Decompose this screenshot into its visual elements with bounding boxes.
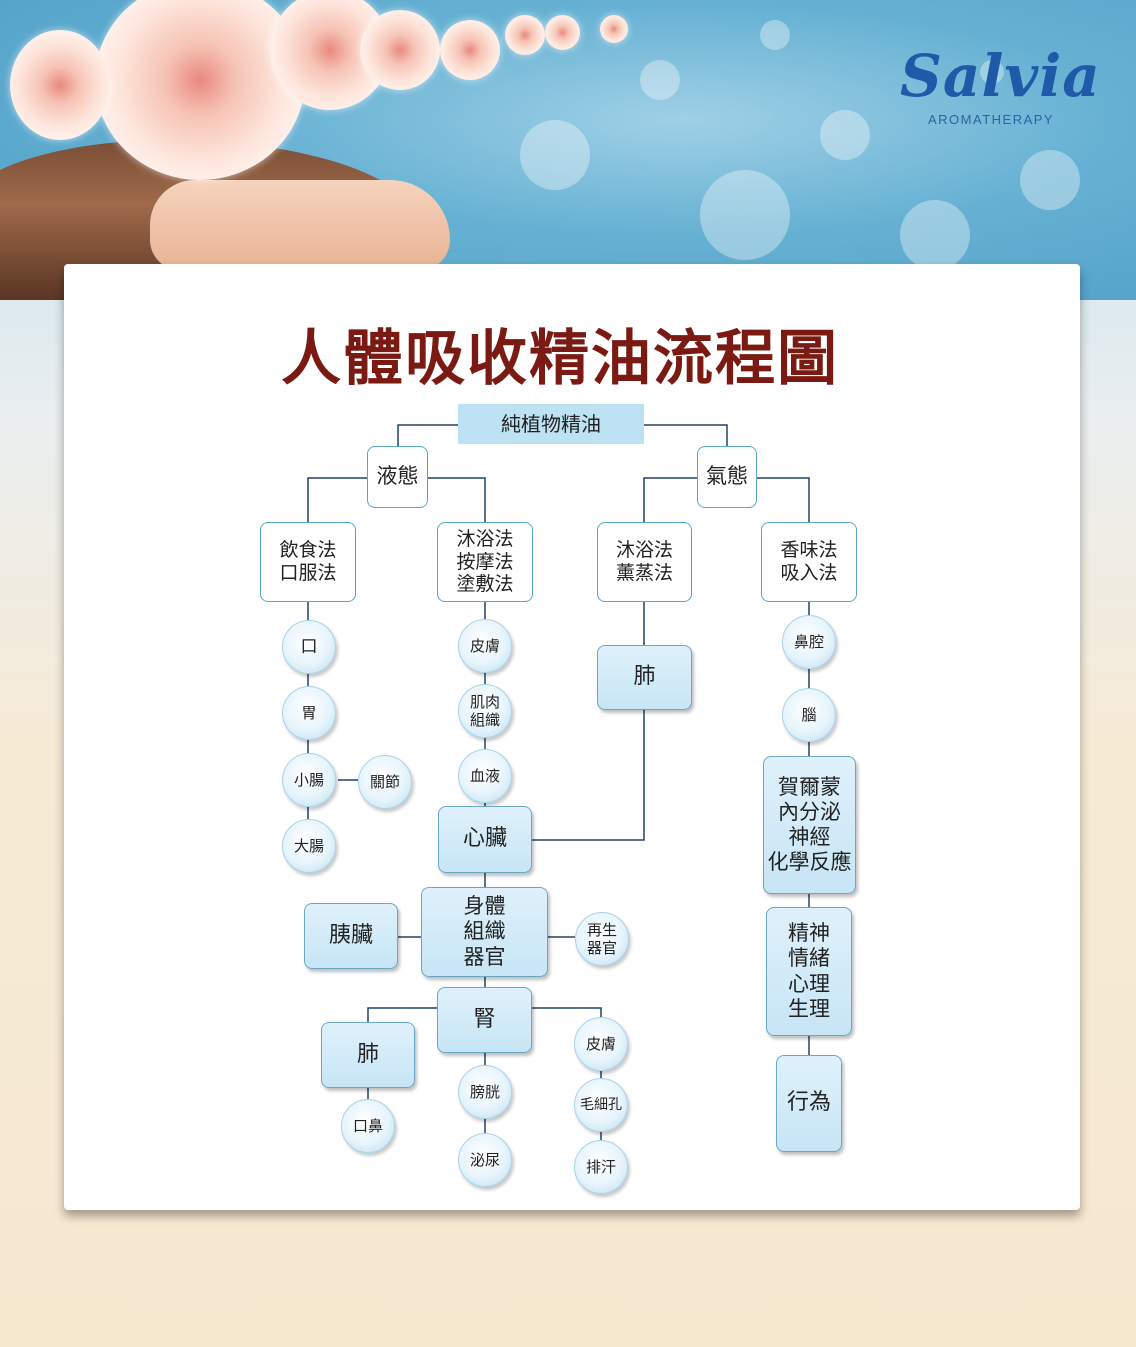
hormone-node: 賀爾蒙 內分泌 神經 化學反應 <box>763 756 856 894</box>
pores-node: 毛細孔 <box>574 1078 628 1132</box>
lung-upper-node: 肺 <box>597 645 692 710</box>
arm-image <box>150 180 450 270</box>
large-intestine-node: 大腸 <box>282 819 336 873</box>
behavior-node: 行為 <box>776 1055 842 1152</box>
body-tissue-node: 身體 組織 器官 <box>421 887 548 977</box>
pancreas-node: 胰臟 <box>304 903 398 969</box>
rose-image <box>360 10 440 90</box>
bladder-node: 膀胱 <box>458 1065 512 1119</box>
kidney-node: 腎 <box>437 987 532 1053</box>
lung-lower-node: 肺 <box>321 1022 415 1088</box>
liquid-node: 液態 <box>367 446 428 508</box>
muscle-tissue-node: 肌肉 組織 <box>458 684 512 738</box>
root-node: 純植物精油 <box>458 404 644 444</box>
nose-mouth-node: 口鼻 <box>341 1099 395 1153</box>
brand-logo: Salvia AROMATHERAPY <box>890 40 1100 130</box>
rose-image <box>545 15 580 50</box>
rose-image <box>95 0 305 180</box>
inhale-methods-node: 香味法 吸入法 <box>761 522 857 602</box>
brain-node: 腦 <box>782 688 836 742</box>
urine-node: 泌尿 <box>458 1133 512 1187</box>
rose-image <box>440 20 500 80</box>
page-title: 人體吸收精油流程圖 <box>281 324 839 394</box>
stomach-node: 胃 <box>282 686 336 740</box>
bath-steam-methods-node: 沐浴法 薰蒸法 <box>597 522 692 602</box>
rose-image <box>505 15 545 55</box>
gas-node: 氣態 <box>697 446 757 508</box>
regen-organ-node: 再生 器官 <box>575 912 629 966</box>
rose-image <box>10 30 110 140</box>
joints-node: 關節 <box>358 755 412 809</box>
sweat-node: 排汗 <box>574 1140 628 1194</box>
rose-image <box>600 15 628 43</box>
mouth-node: 口 <box>282 620 336 674</box>
skin-node: 皮膚 <box>458 619 512 673</box>
nasal-cavity-node: 鼻腔 <box>782 615 836 669</box>
oral-methods-node: 飲食法 口服法 <box>260 522 356 602</box>
blood-node: 血液 <box>458 749 512 803</box>
mind-node: 精神 情緒 心理 生理 <box>766 907 852 1036</box>
bath-massage-methods-node: 沐浴法 按摩法 塗敷法 <box>437 522 533 602</box>
brand-subtitle: AROMATHERAPY <box>928 112 1055 127</box>
brand-name: Salvia <box>900 42 1101 110</box>
skin-lower-node: 皮膚 <box>574 1017 628 1071</box>
small-intestine-node: 小腸 <box>282 753 336 807</box>
heart-node: 心臟 <box>438 806 532 873</box>
